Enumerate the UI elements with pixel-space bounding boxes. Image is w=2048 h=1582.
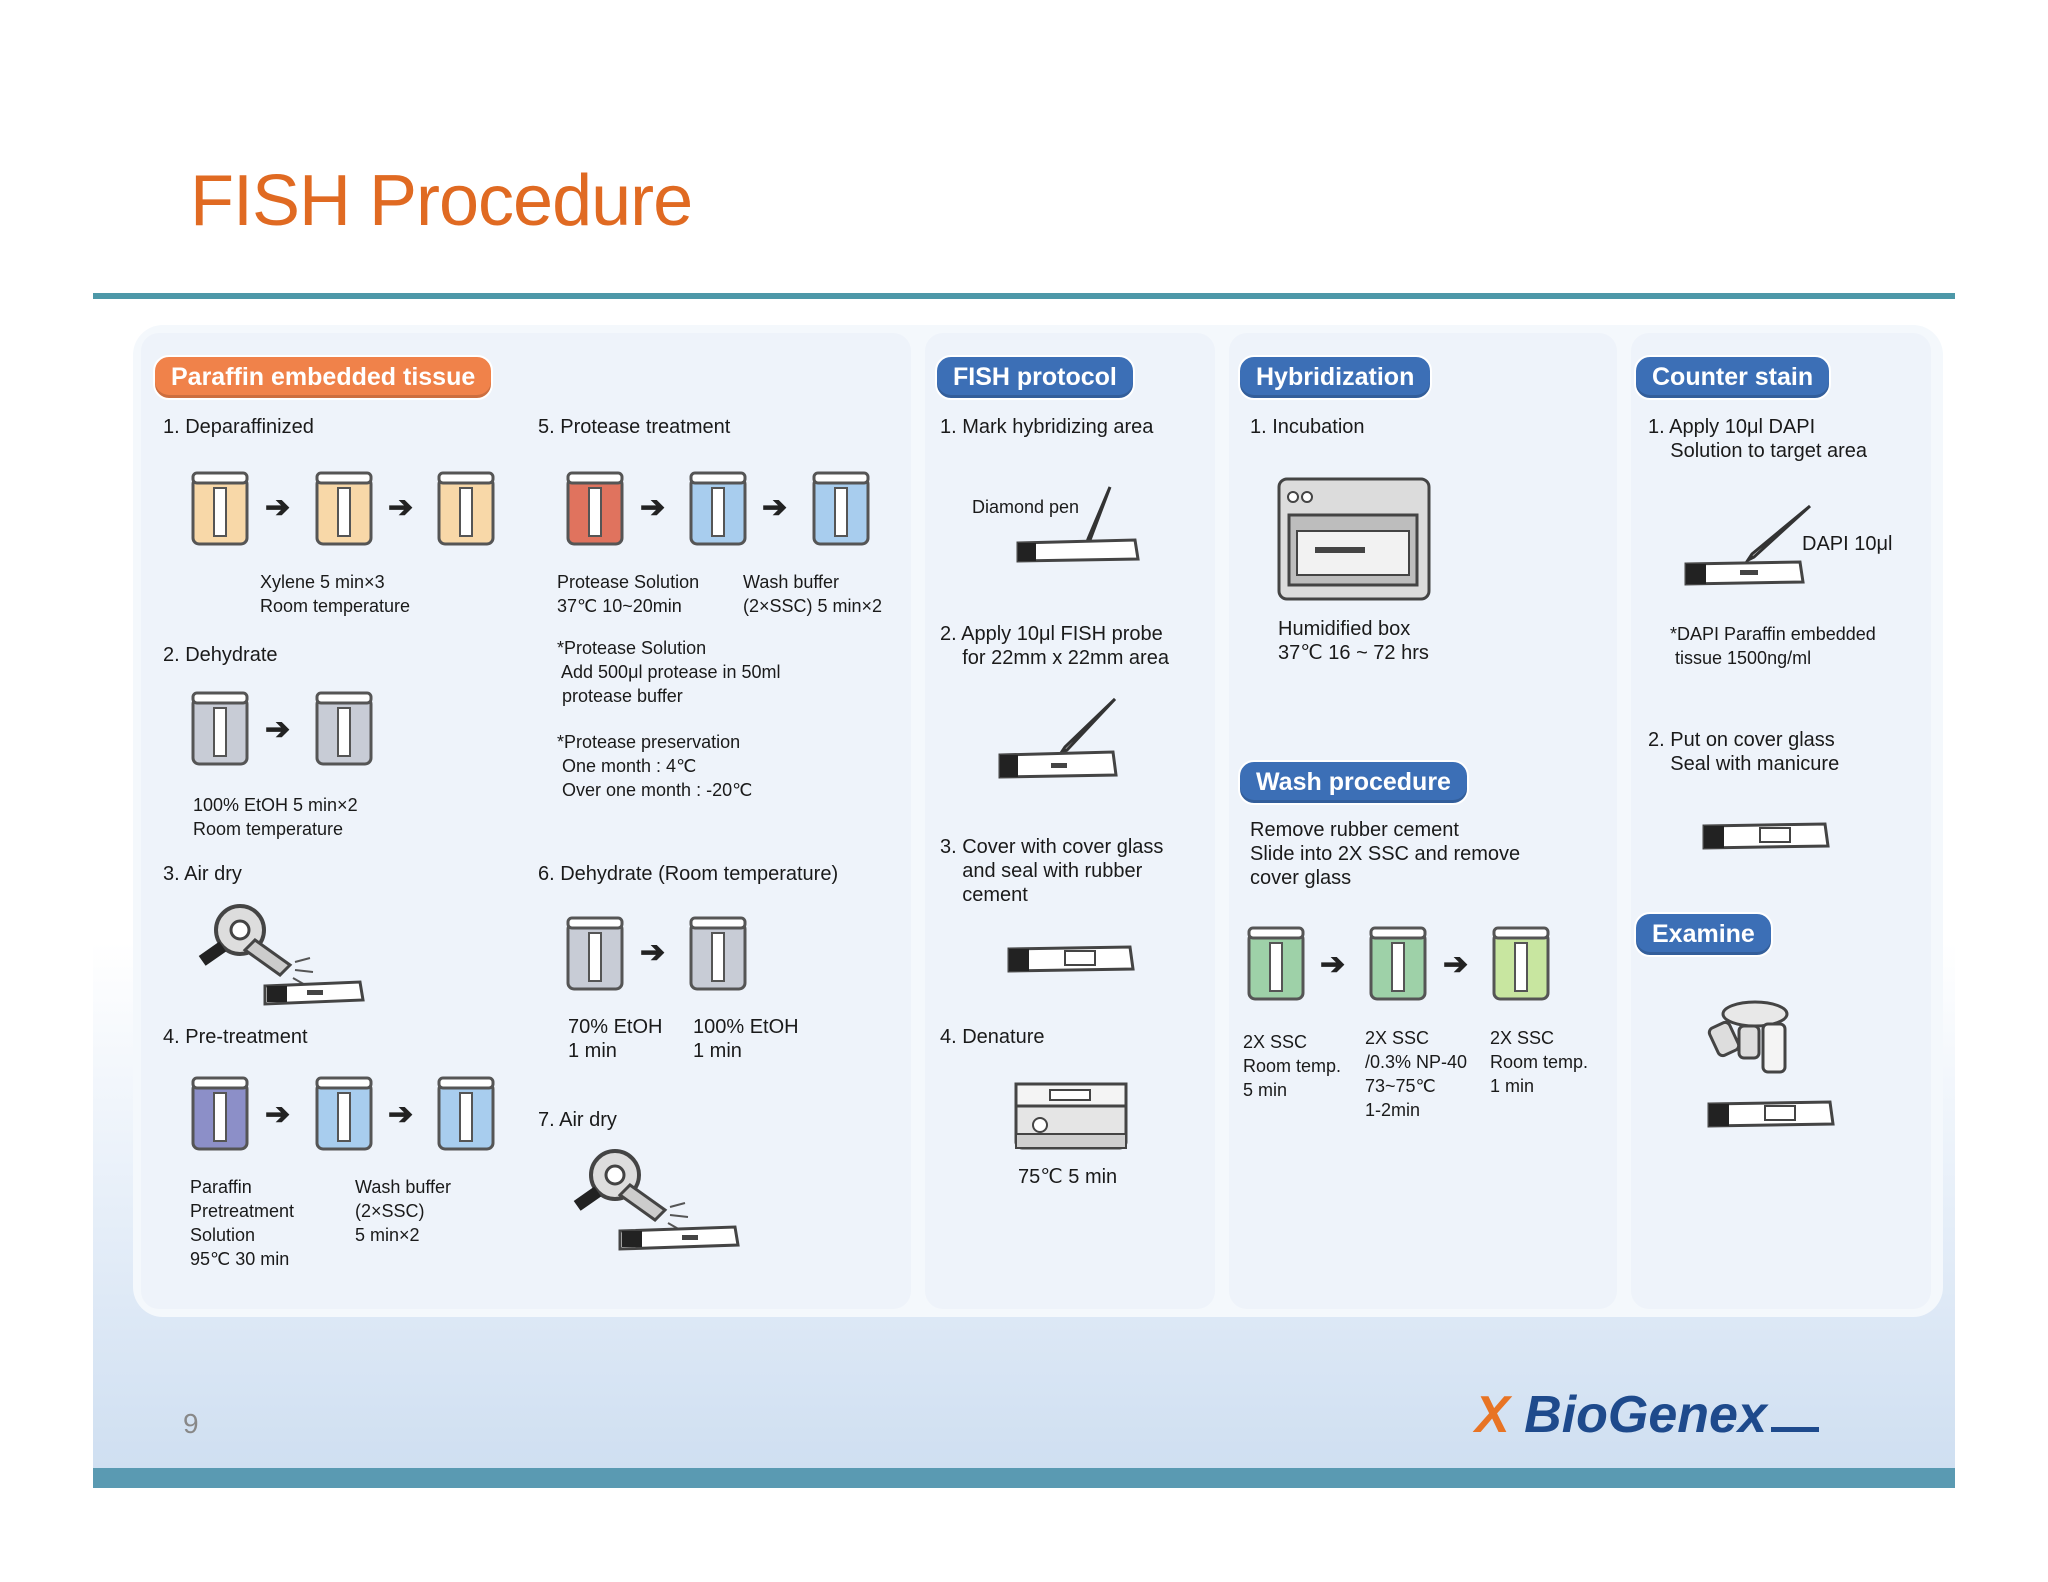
wash-jar-icon <box>315 1076 373 1151</box>
arrow-icon: ➔ <box>762 491 788 524</box>
protease-jar-icon <box>566 471 624 546</box>
biogenex-logo: X BioGenex <box>1475 1385 1819 1445</box>
arrow-icon: ➔ <box>1443 948 1469 981</box>
dehydrate2-step: 6. Dehydrate (Room temperature) <box>538 863 839 885</box>
mark-area-step: 1. Mark hybridizing area <box>940 416 1154 438</box>
etoh-jar-icon <box>315 691 373 766</box>
arrow-icon: ➔ <box>640 491 666 524</box>
page-number: 9 <box>183 1408 199 1439</box>
dehydrate-note: 100% EtOH 5 min×2 Room temperature <box>193 795 358 839</box>
hair-dryer-icon <box>573 1149 740 1251</box>
protease-preservation-note: *Protease preservation One month : 4℃ Ov… <box>557 732 753 800</box>
pretreatment-note: Paraffin Pretreatment Solution 95℃ 30 mi… <box>190 1177 295 1269</box>
pipette-icon <box>998 697 1118 779</box>
humidified-box-icon <box>1277 477 1431 601</box>
cover-glass-seal-step: 2. Put on cover glass Seal with manicure <box>1648 729 1840 775</box>
incubation-step: 1. Incubation <box>1250 416 1365 438</box>
ssc-note-1: 2X SSC Room temp. 5 min <box>1243 1032 1342 1100</box>
logo-underline <box>1770 1427 1819 1432</box>
denature-note: 75℃ 5 min <box>1018 1166 1118 1188</box>
fish-protocol-header: FISH protocol <box>935 355 1135 400</box>
air-dry-step: 3. Air dry <box>163 863 242 885</box>
deparaffinize-note: Xylene 5 min×3 Room temperature <box>260 572 411 616</box>
fish-column <box>925 333 1215 1309</box>
pretreatment-jar-icon <box>191 1076 249 1151</box>
ssc-note-2: 2X SSC /0.3% NP-40 73~75℃ 1-2min <box>1365 1028 1468 1120</box>
wash-procedure-header: Wash procedure <box>1238 760 1469 805</box>
counterstain-column <box>1631 333 1931 1309</box>
arrow-icon: ➔ <box>265 491 291 524</box>
ssc-jar-icon <box>1492 926 1550 1001</box>
hybridization-header: Hybridization <box>1238 355 1433 400</box>
logo-text: BioGenex <box>1524 1386 1767 1444</box>
procedure-panel <box>133 325 1943 1317</box>
wash-instructions: Remove rubber cement Slide into 2X SSC a… <box>1250 819 1521 889</box>
arrow-icon: ➔ <box>265 713 291 746</box>
dehydrate-step: 2. Dehydrate <box>163 644 278 666</box>
covered-slide-icon <box>1702 822 1830 850</box>
paraffin-column <box>141 333 911 1309</box>
xylene-jar-icon <box>437 471 495 546</box>
microscope-icon <box>1707 1000 1789 1074</box>
wash-jar-icon <box>437 1076 495 1151</box>
deparaffinize-step: 1. Deparaffinized <box>163 416 314 438</box>
xylene-jar-icon <box>315 471 373 546</box>
protease-wash-note: Wash buffer (2×SSC) 5 min×2 <box>743 572 883 616</box>
covered-slide-icon <box>1007 945 1135 973</box>
diamond-pen-label: Diamond pen <box>972 497 1080 517</box>
ssc-note-3: 2X SSC Room temp. 1 min <box>1490 1028 1589 1096</box>
counter-stain-header: Counter stain <box>1634 355 1832 400</box>
dapi-note: *DAPI Paraffin embedded tissue 1500ng/ml <box>1670 624 1876 668</box>
etoh-jar-icon <box>191 691 249 766</box>
hair-dryer-icon <box>198 904 365 1006</box>
dapi-pipette-icon <box>1684 504 1812 586</box>
arrow-icon: ➔ <box>388 1098 414 1131</box>
incubation-note: Humidified box 37℃ 16 ~ 72 hrs <box>1278 618 1429 664</box>
cover-glass-step: 3. Cover with cover glass and seal with … <box>940 836 1164 906</box>
ssc-np40-jar-icon <box>1369 926 1427 1001</box>
arrow-icon: ➔ <box>1320 948 1346 981</box>
footer-bar <box>93 1468 1955 1488</box>
ssc-jar-icon <box>1247 926 1305 1001</box>
arrow-icon: ➔ <box>640 936 666 969</box>
arrow-icon: ➔ <box>265 1098 291 1131</box>
paraffin-header: Paraffin embedded tissue <box>153 355 494 400</box>
wash-jar-icon <box>689 471 747 546</box>
heat-block-icon <box>1014 1082 1128 1150</box>
etoh70-note: 70% EtOH 1 min <box>568 1016 663 1062</box>
etoh-jar-icon <box>566 916 624 991</box>
etoh100-note: 100% EtOH 1 min <box>693 1016 799 1062</box>
title-divider <box>93 293 1955 299</box>
covered-slide-icon <box>1707 1100 1835 1128</box>
apply-dapi-step: 1. Apply 10μl DAPI Solution to target ar… <box>1648 416 1868 462</box>
apply-probe-step: 2. Apply 10μl FISH probe for 22mm x 22mm… <box>940 623 1169 669</box>
dapi-volume-label: DAPI 10μl <box>1802 533 1893 555</box>
protease-solution-note: *Protease Solution Add 500μl protease in… <box>557 638 781 706</box>
protease-step: 5. Protease treatment <box>538 416 731 438</box>
logo-mark: X <box>1475 1386 1510 1444</box>
diamond-pen-icon <box>1016 486 1140 563</box>
page-title: FISH Procedure <box>190 161 693 241</box>
examine-header: Examine <box>1634 912 1773 957</box>
etoh-jar-icon <box>689 916 747 991</box>
pretreatment-wash-note: Wash buffer (2×SSC) 5 min×2 <box>355 1177 452 1245</box>
protease-note: Protease Solution 37℃ 10~20min <box>557 572 700 616</box>
air-dry2-step: 7. Air dry <box>538 1109 617 1131</box>
pretreatment-step: 4. Pre-treatment <box>163 1026 308 1048</box>
denature-step: 4. Denature <box>940 1026 1045 1048</box>
xylene-jar-icon <box>191 471 249 546</box>
arrow-icon: ➔ <box>388 491 414 524</box>
wash-jar-icon <box>812 471 870 546</box>
